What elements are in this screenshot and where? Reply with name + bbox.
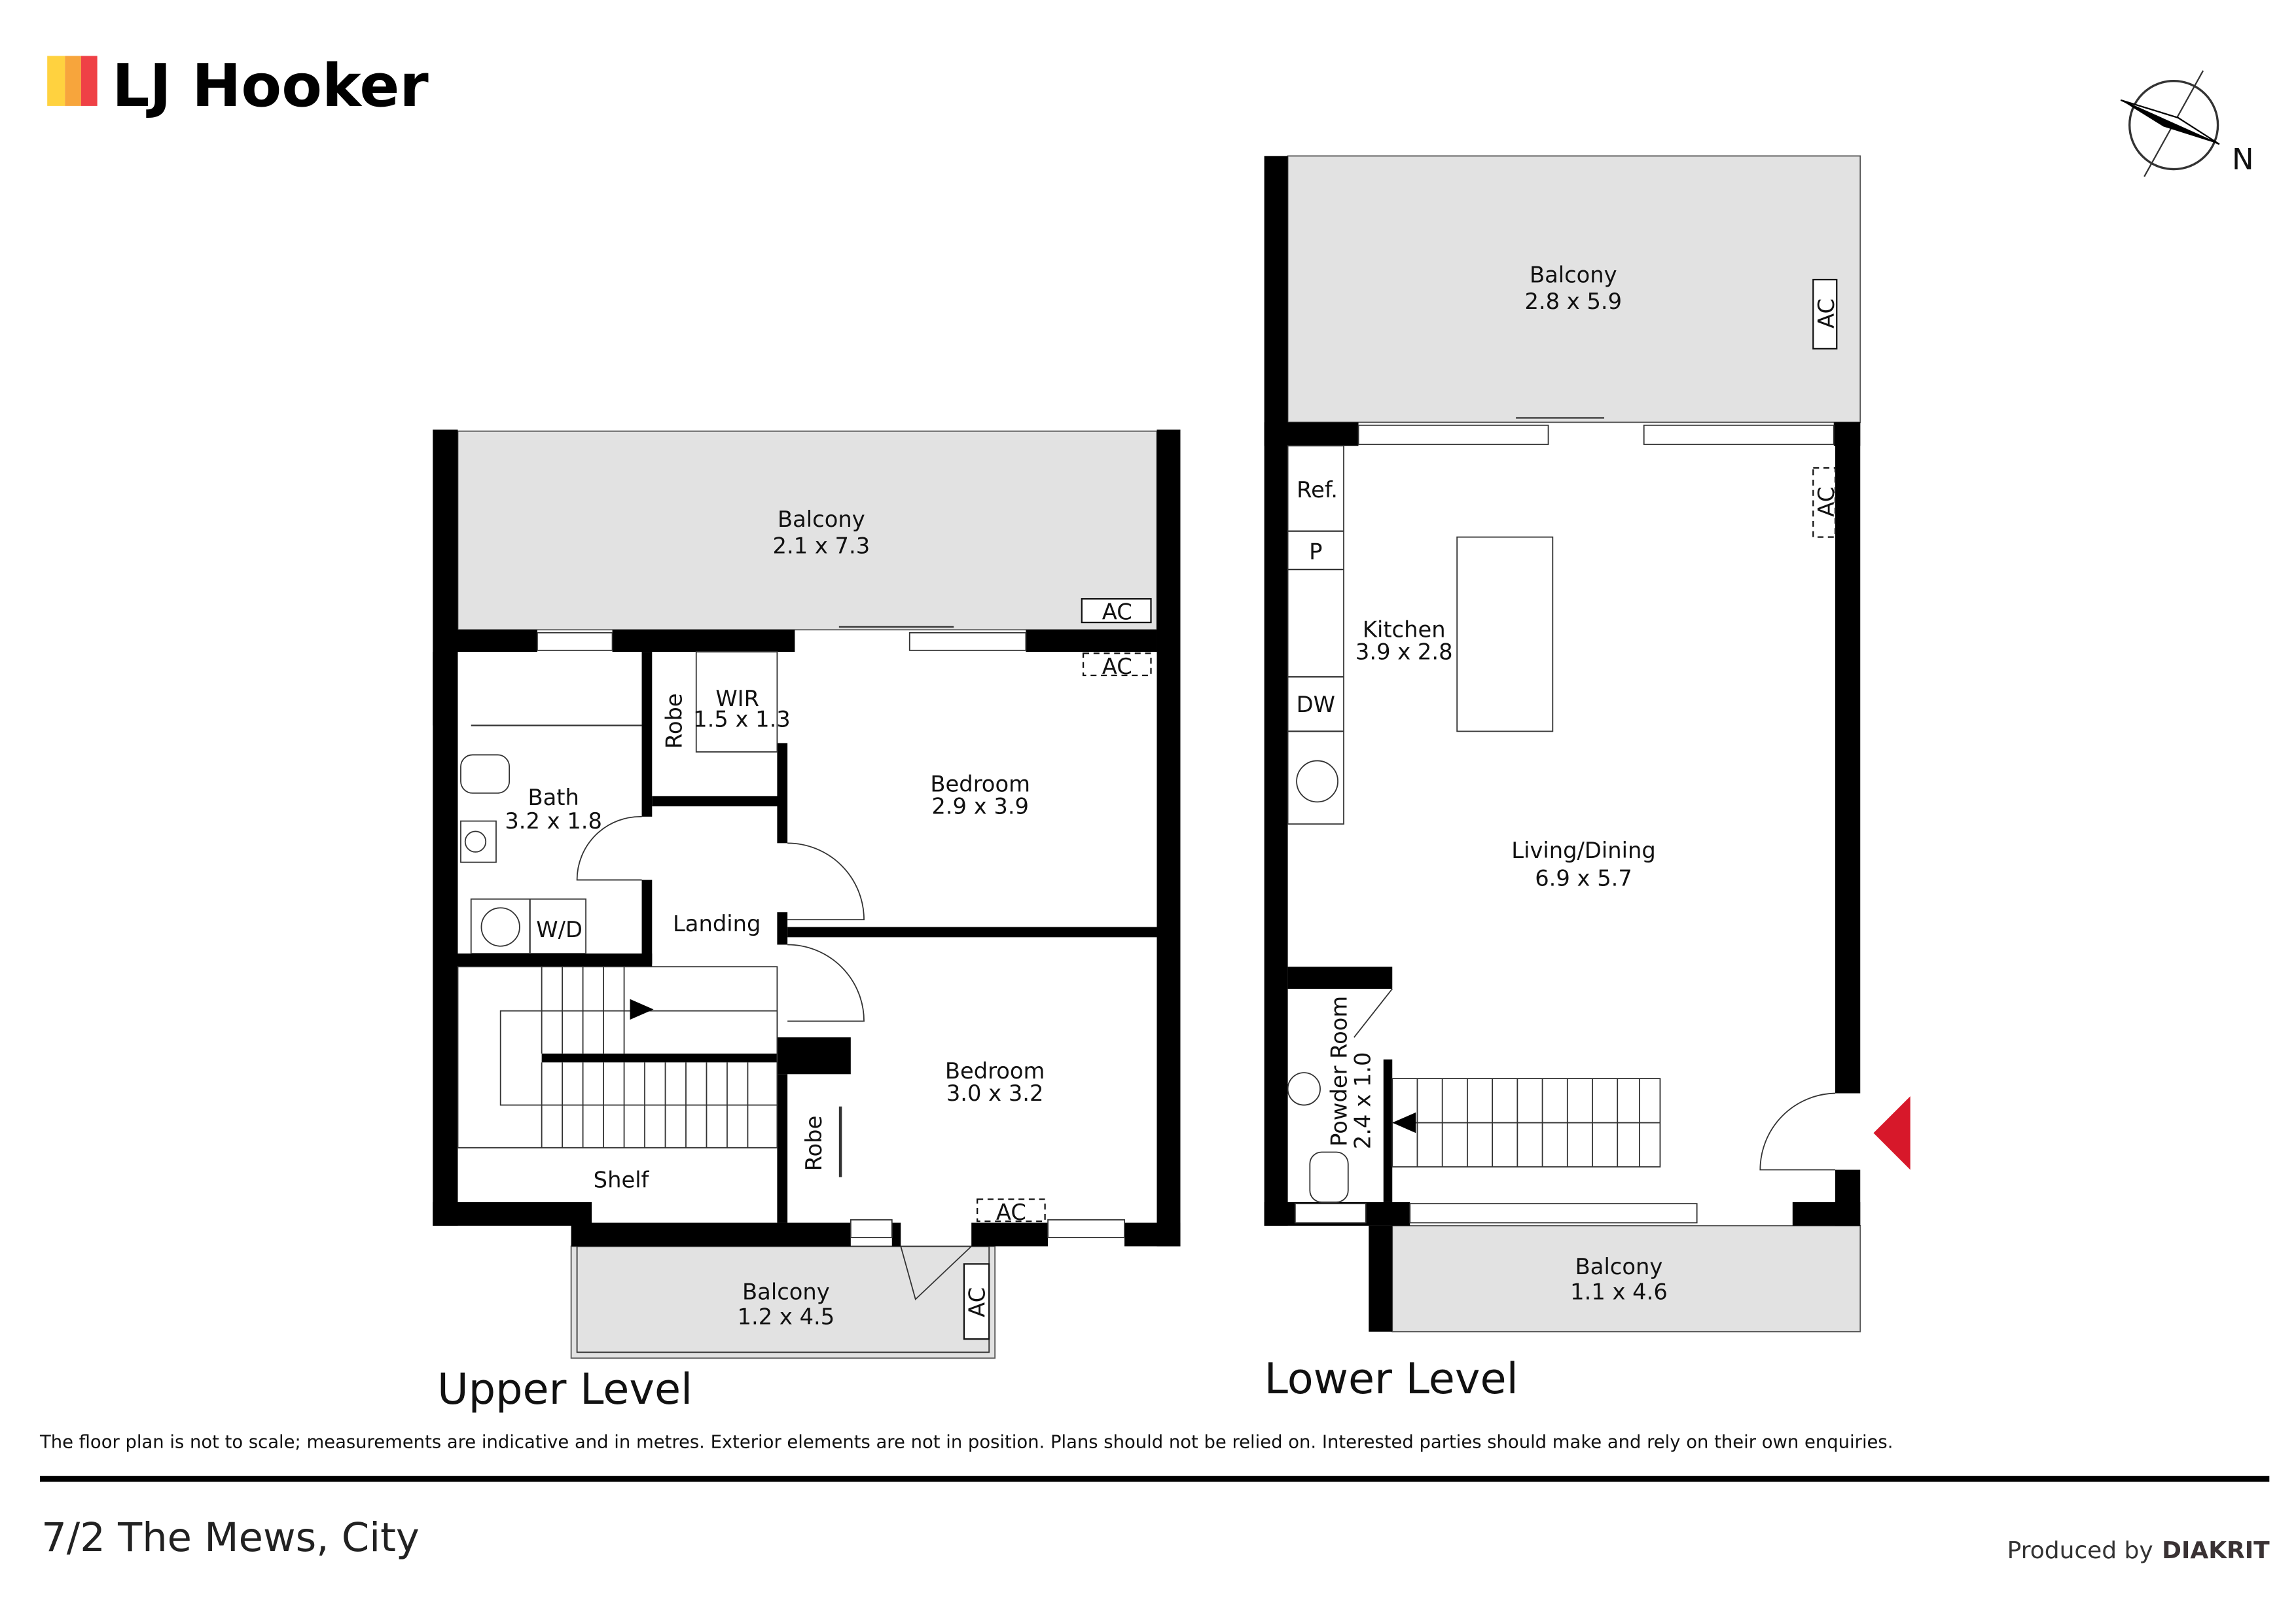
upper-level-plan: AC AC AC AC Balcony 2.1 x 7.3 WIR 1.5 x … [433,429,1181,1414]
room-name: Bath [528,785,579,810]
room-size: 3.0 x 3.2 [946,1080,1044,1106]
ac-label: AC [1814,298,1839,329]
ref-label: Ref. [1297,477,1338,503]
room-name: Kitchen [1363,617,1446,643]
ac-label: AC [1102,654,1132,679]
room-size: 6.9 x 5.7 [1535,866,1632,891]
upper-stairs [457,966,778,1149]
upper-level-title: Upper Level [437,1364,692,1414]
room-name: Powder Room [1327,996,1352,1147]
disclaimer: The floor plan is not to scale; measurem… [39,1432,1893,1452]
dw-label: DW [1297,692,1335,717]
ac-label: AC [1814,487,1839,517]
entry-marker-icon [1873,1096,1910,1170]
upper-balcony-top [457,430,1158,631]
room-size: 2.9 x 3.9 [931,793,1029,819]
lower-stairs [1391,1078,1661,1168]
room-size: 1.5 x 1.3 [693,707,791,732]
room-size: 2.1 x 7.3 [773,533,870,558]
room-size: 3.2 x 1.8 [505,808,602,834]
room-name: Balcony [1575,1254,1663,1279]
room-name: Landing [673,911,761,936]
room-size: 1.2 x 4.5 [738,1304,835,1330]
lower-balcony-top [1287,155,1861,423]
room-size: 2.8 x 5.9 [1524,289,1622,314]
ac-label: AC [964,1287,990,1317]
compass-icon: N [2120,70,2254,177]
room-name: Living/Dining [1511,838,1655,863]
room-size: 1.1 x 4.6 [1570,1279,1668,1304]
room-name: WIR [715,686,759,711]
room-name: Bedroom [945,1058,1045,1084]
room-name: Bedroom [930,772,1030,797]
lj-hooker-logo: LJ Hooker [47,52,429,120]
lower-level-title: Lower Level [1265,1354,1518,1404]
pantry-label: P [1309,539,1322,564]
wd-label: W/D [536,917,583,942]
lower-level-plan: AC AC Balcony 2.8 x 5.9 Ref. P Kitchen 3… [1264,155,1910,1404]
ac-label: AC [996,1200,1026,1225]
ac-label: AC [1102,599,1132,625]
producer-prefix: Produced by [2007,1537,2153,1564]
footer-divider [39,1476,2270,1482]
room-name: Robe [801,1116,827,1171]
kitchen-island [1456,536,1554,732]
upper-balcony-bottom [570,1245,996,1359]
compass-north-label: N [2232,142,2254,177]
property-address: 7/2 The Mews, City [41,1515,420,1561]
room-name: Robe [661,693,687,749]
brand-name: LJ Hooker [112,52,429,120]
room-name: Balcony [742,1279,830,1304]
room-name: Balcony [1530,262,1617,288]
producer-logo: DIAKRIT [2162,1537,2270,1564]
lower-balcony-bottom [1391,1225,1861,1332]
room-name: Shelf [594,1167,650,1192]
room-size: 2.4 x 1.0 [1350,1052,1376,1149]
room-name: Balcony [778,507,865,532]
room-size: 3.9 x 2.8 [1355,639,1453,664]
